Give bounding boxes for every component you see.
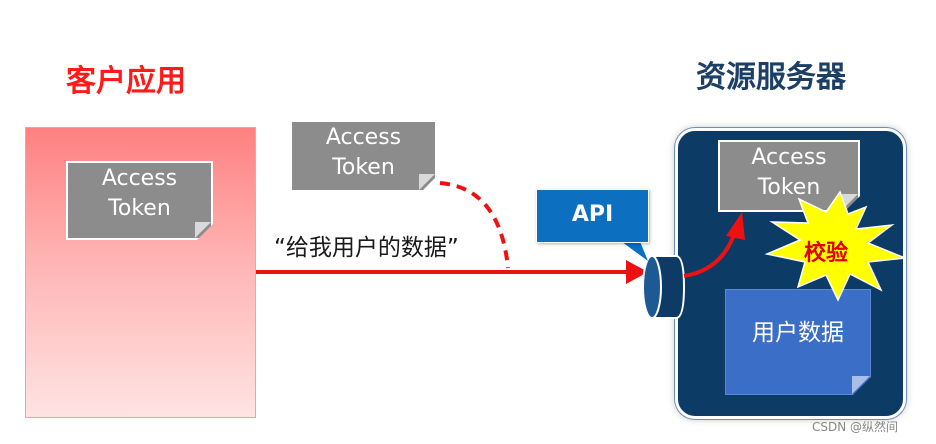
resource-server-title: 资源服务器: [696, 60, 846, 95]
request-token-line1: Access: [325, 125, 402, 150]
request-token-line2: Token: [332, 155, 395, 180]
client-app-title: 客户应用: [66, 64, 186, 99]
verify-star-icon: [764, 190, 906, 302]
client-token-line2: Token: [108, 196, 171, 221]
verify-label: 校验: [804, 241, 849, 266]
watermark: CSDN @纵然间: [812, 420, 899, 434]
server-token-line2: Token: [757, 175, 821, 200]
token-dashed-curve: [439, 181, 510, 269]
api-callout: API: [536, 189, 649, 243]
client-access-token: Access Token: [66, 161, 213, 240]
request-arrow-head: [626, 260, 648, 284]
request-access-token: Access Token: [290, 120, 437, 192]
validate-arrow-head: [726, 212, 745, 240]
api-connector-icon: [642, 255, 686, 319]
client-token-line1: Access: [101, 166, 178, 191]
server-token-line1: Access: [751, 145, 827, 170]
user-data-box: 用户数据: [725, 289, 871, 395]
user-data-label: 用户数据: [752, 320, 844, 346]
validate-arrow-line: [683, 231, 737, 278]
request-label: “给我用户的数据”: [274, 235, 459, 261]
